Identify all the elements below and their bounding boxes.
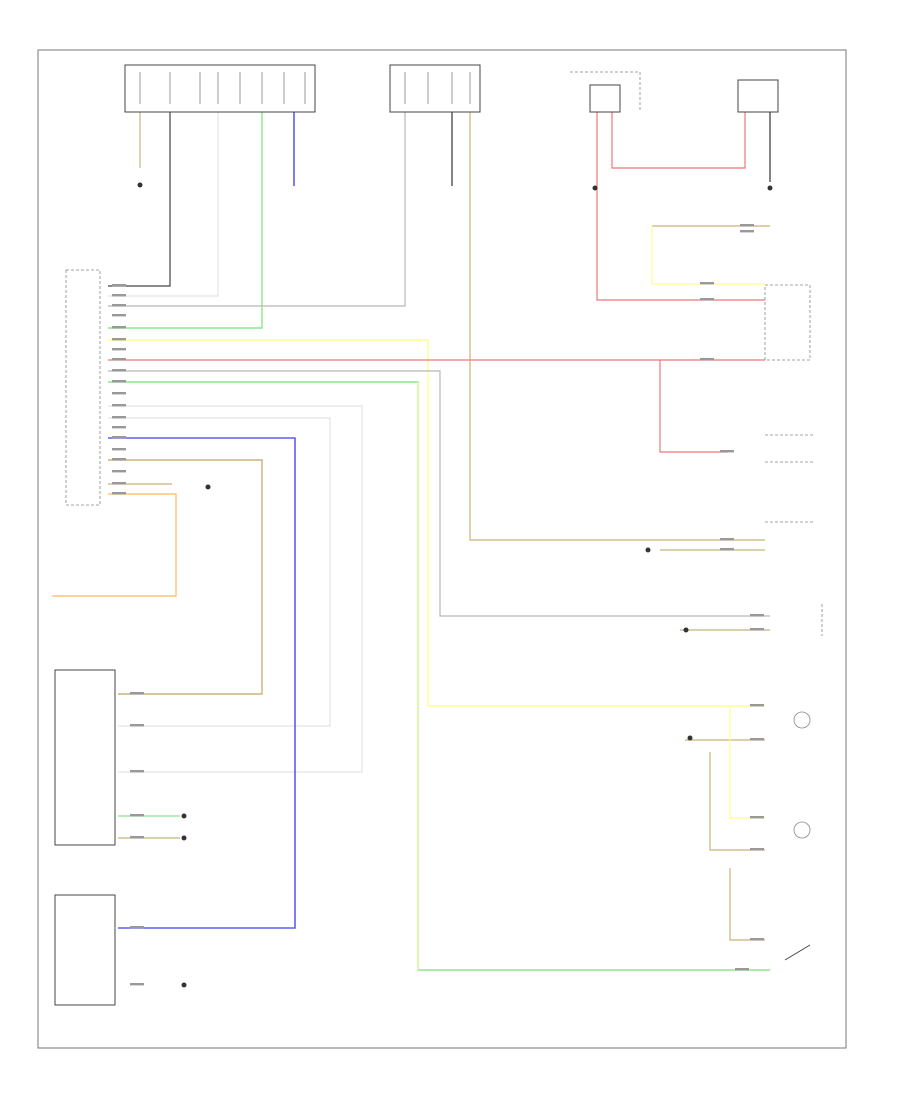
terminal-mark [112, 482, 126, 485]
terminal-mark [112, 294, 126, 297]
terminal-mark [740, 224, 754, 227]
terminal-mark [700, 298, 714, 301]
terminal-mark [112, 492, 126, 495]
terminal-mark [130, 926, 144, 929]
terminal-mark [112, 348, 126, 351]
wire-a2 [108, 112, 171, 287]
component-layer [54, 64, 823, 1006]
terminal-mark [130, 692, 144, 695]
terminal-mark [750, 704, 764, 707]
wire-b3-tan [469, 112, 765, 541]
wire-a3-white [108, 112, 219, 297]
wire-white-3 [108, 417, 331, 727]
terminal-mark [112, 436, 126, 439]
terminal-mark [112, 358, 126, 361]
terminal-mark [750, 938, 764, 941]
module-c-outline [570, 71, 641, 112]
terminal-mark [112, 338, 126, 341]
wire-b1-grey [108, 112, 406, 307]
terminal-mark [700, 282, 714, 285]
terminal-mark [112, 284, 126, 287]
terminal-mark [112, 470, 126, 473]
terminal-mark [112, 369, 126, 372]
wire-c4-yellow [651, 226, 765, 285]
wire-white-2 [108, 405, 363, 773]
wire-green-main [108, 381, 770, 971]
terminal-mark [112, 326, 126, 329]
connector-b-pins [404, 72, 471, 104]
terminal-mark [112, 304, 126, 307]
wire-c1-red [596, 112, 765, 301]
terminal-mark [720, 538, 734, 541]
terminal-mark [130, 836, 144, 839]
terminal-mark [750, 628, 764, 631]
wire-lamp3 [709, 752, 765, 851]
terminal-mark [112, 426, 126, 429]
terminal-mark [112, 458, 126, 461]
module-d-box [737, 79, 779, 113]
terminal-mark [112, 416, 126, 419]
terminal-marks [112, 224, 764, 986]
control-unit [65, 269, 101, 506]
wire-a4-green [108, 112, 263, 329]
terminal-mark [130, 983, 144, 986]
wire-c2-red [611, 112, 746, 169]
wire-tan-main [108, 459, 263, 695]
wire-lamp4 [729, 868, 765, 941]
switch-bottom [784, 944, 811, 961]
wire-orange [52, 493, 177, 597]
ground-points [137, 182, 773, 988]
terminal-mark [130, 814, 144, 817]
terminal-mark [720, 548, 734, 551]
terminal-mark [750, 848, 764, 851]
wire-yellow-main [108, 339, 765, 707]
terminal-mark [112, 404, 126, 407]
lamp-cluster-right [764, 284, 811, 361]
wire-red-drop [659, 360, 728, 453]
terminal-mark [750, 614, 764, 617]
wire-lamp2 [729, 706, 765, 819]
terminal-mark [112, 392, 126, 395]
terminal-mark [740, 230, 754, 233]
terminal-mark [112, 314, 126, 317]
lamp-right [793, 821, 811, 839]
lamp-left [793, 711, 811, 729]
terminal-mark [130, 770, 144, 773]
module-c-box [589, 84, 621, 113]
wire-layer [52, 112, 771, 971]
connector-a [124, 64, 316, 113]
terminal-mark [750, 738, 764, 741]
pillar-block-left [54, 669, 116, 846]
terminal-mark [750, 816, 764, 819]
terminal-mark [112, 380, 126, 383]
terminal-mark [720, 450, 734, 453]
terminal-mark [112, 448, 126, 451]
terminal-mark [700, 358, 714, 361]
page-frame [37, 49, 847, 1049]
wire-blue-main [108, 437, 296, 929]
terminal-mark [130, 724, 144, 727]
wire-grey-main [108, 370, 770, 617]
connector-b [389, 64, 481, 113]
terminal-mark [735, 968, 749, 971]
connector-a-pins [139, 72, 306, 104]
pillar-block-right [54, 894, 116, 1006]
